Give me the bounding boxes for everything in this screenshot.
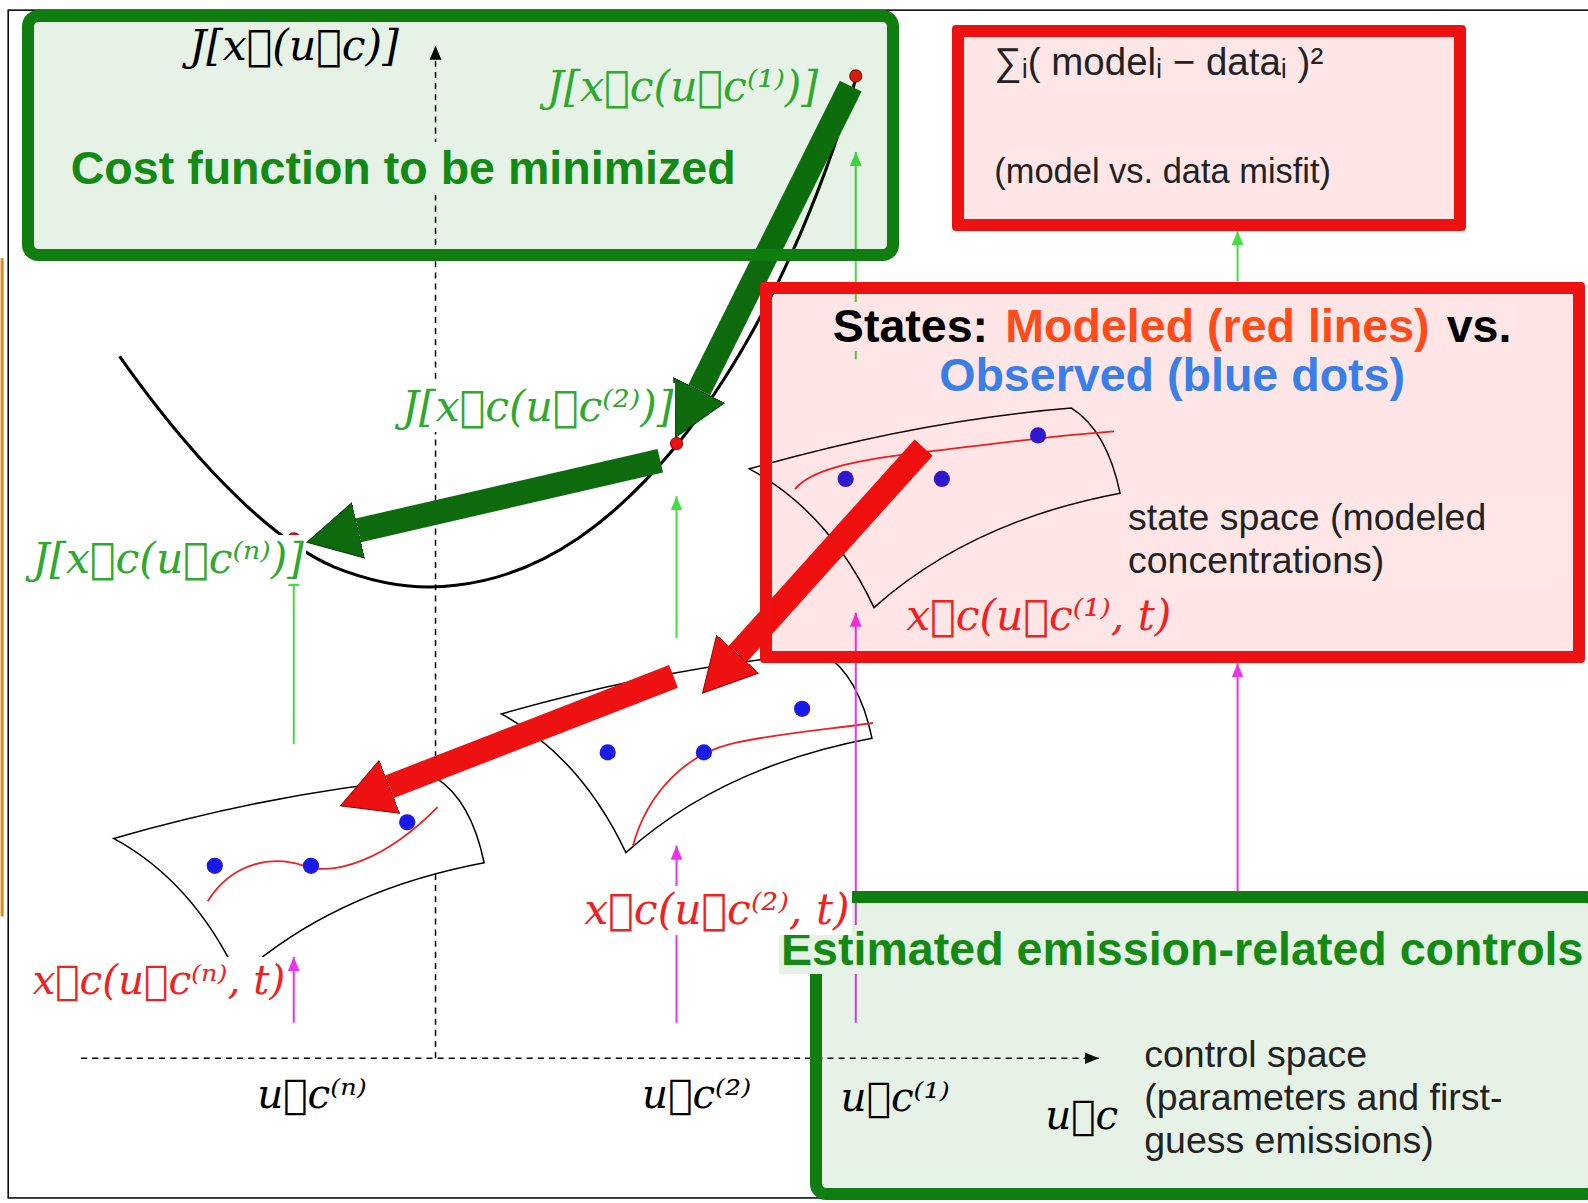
observed-dot	[207, 858, 223, 874]
observed-dot	[794, 701, 810, 717]
cost-arrow	[293, 572, 295, 744]
cost-label: J[x⃗c(u⃗c⁽ⁿ⁾)]	[30, 535, 306, 584]
state-surface	[501, 653, 872, 852]
heading-group: Estimated emission-related controls	[822, 925, 1542, 974]
state-box: States: Modeled (red lines) vs. Observed (b…	[760, 282, 1585, 664]
control-box: Estimated emission-related controls contr…	[810, 891, 1588, 1200]
space-label: state space (modeled concentrations)	[1126, 496, 1565, 582]
box-heading: vs.	[1445, 302, 1514, 351]
axis-label: J[x⃗(u⃗c)]	[187, 22, 401, 71]
box-heading: Modeled (red lines)	[1003, 302, 1431, 351]
observed-dot	[303, 858, 319, 874]
model-arrow	[293, 957, 295, 1023]
box-heading: Estimated emission-related controls	[779, 925, 1585, 974]
iteration-arrow	[358, 461, 660, 531]
box-heading: Observed (blue dots)	[937, 351, 1407, 400]
observed-dot	[696, 744, 712, 760]
state-label: x⃗c(u⃗c⁽ⁿ⁾, t)	[30, 957, 287, 1004]
iteration-arrow	[390, 676, 674, 786]
misfit-box: ∑ᵢ( modelᵢ − dataᵢ )² (model vs. data mis…	[952, 25, 1466, 231]
axis-label: u⃗c	[1043, 1092, 1120, 1139]
cost-label: J[x⃗c(u⃗c⁽²⁾)]	[400, 383, 675, 432]
misfit-formula: ∑ᵢ( modelᵢ − dataᵢ )²	[992, 40, 1325, 84]
edge-bar	[1, 258, 4, 916]
observed-dot	[399, 814, 415, 830]
state-surface	[114, 778, 485, 977]
observed-dot	[600, 744, 616, 760]
heading-group: States: Modeled (red lines) vs. Observed (b…	[772, 302, 1573, 400]
state-label: x⃗c(u⃗c⁽²⁾, t)	[582, 886, 851, 935]
space-label: control space (parameters and first-gues…	[1142, 1033, 1541, 1162]
box-note: (model vs. data misfit)	[992, 152, 1333, 192]
box-heading: States:	[831, 302, 990, 351]
cost-arrow	[676, 496, 678, 638]
cost-box: J[x⃗(u⃗c)] J[x⃗c(u⃗c⁽¹⁾)] Cost function to…	[22, 10, 899, 261]
cost-point	[670, 437, 682, 449]
control-label: u⃗c⁽¹⁾	[839, 1074, 952, 1121]
state-label: x⃗c(u⃗c⁽¹⁾, t)	[904, 592, 1173, 641]
cost-label: J[x⃗c(u⃗c⁽¹⁾)]	[545, 63, 820, 112]
control-label: u⃗c⁽²⁾	[640, 1071, 753, 1118]
misfit-arrow	[1237, 231, 1239, 282]
box-heading: Cost function to be minimized	[69, 142, 738, 196]
control-label: u⃗c⁽ⁿ⁾	[255, 1071, 368, 1118]
modeled-line	[633, 723, 873, 846]
modeled-line	[208, 807, 438, 901]
model-arrow	[1237, 663, 1239, 891]
